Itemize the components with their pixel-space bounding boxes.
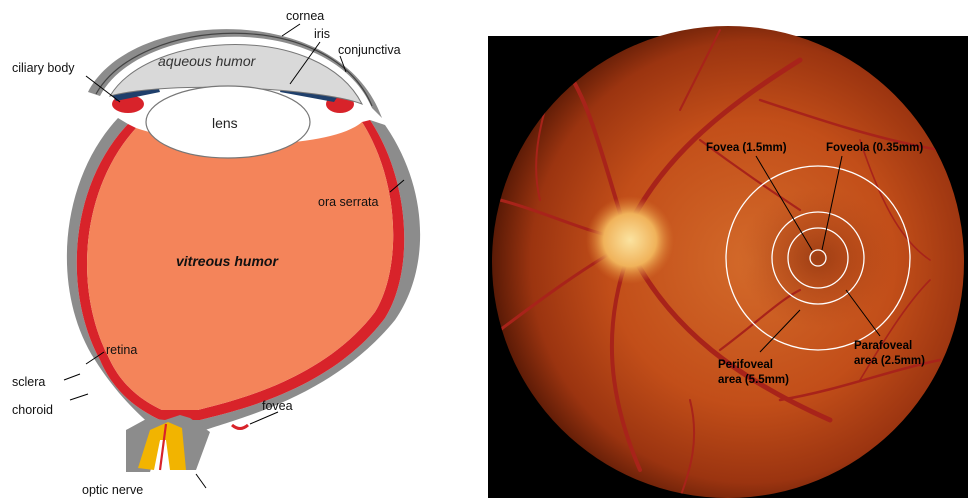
label-iris: iris: [314, 27, 330, 41]
label-aqueous-humor: aqueous humor: [158, 53, 257, 69]
label-fovea: fovea: [262, 399, 293, 413]
label-perifoveal-2: area (5.5mm): [718, 374, 789, 386]
macula-shade: [738, 188, 898, 328]
label-ciliary-body: ciliary body: [12, 61, 75, 75]
label-choroid: choroid: [12, 403, 53, 417]
label-retina: retina: [106, 343, 137, 357]
label-lens: lens: [212, 115, 238, 131]
fundus-photo: Fovea (1.5mm) Foveola (0.35mm) Perifovea…: [488, 26, 968, 498]
label-ora-serrata: ora serrata: [318, 195, 378, 209]
eye-diagram: cornea iris conjunctiva ciliary body aqu…: [12, 9, 420, 497]
label-sclera: sclera: [12, 375, 45, 389]
label-conjunctiva: conjunctiva: [338, 43, 401, 57]
label-foveola-size: Foveola (0.35mm): [826, 142, 923, 154]
label-fovea-size: Fovea (1.5mm): [706, 142, 787, 154]
label-parafoveal-1: Parafoveal: [854, 340, 912, 352]
label-optic-nerve: optic nerve: [82, 483, 143, 497]
fovea-pit: [232, 425, 248, 429]
optic-disc: [586, 196, 674, 284]
label-parafoveal-2: area (2.5mm): [854, 355, 925, 367]
label-perifoveal-1: Perifoveal: [718, 359, 773, 371]
label-vitreous-humor: vitreous humor: [176, 253, 279, 269]
label-cornea: cornea: [286, 9, 324, 23]
